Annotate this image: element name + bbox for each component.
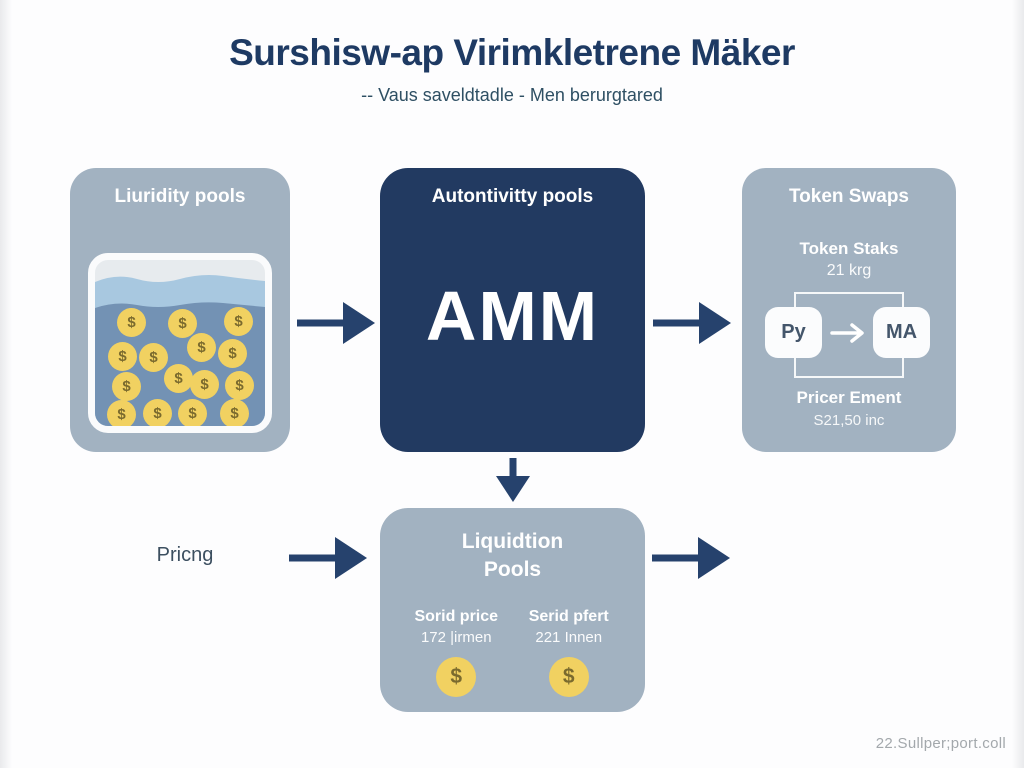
price-label: Pricer Ement xyxy=(796,388,902,407)
arrow-liquidity-to-amm xyxy=(297,302,375,344)
liquidity-pools-title: Liuridity pools xyxy=(114,186,246,207)
liquidation-pools-box: Liquidtion Pools Sorid price 172 |irmen … xyxy=(380,508,645,712)
arrow-amm-down xyxy=(496,458,530,502)
to-token-chip: MA xyxy=(873,307,930,358)
liquidation-title-line2: Pools xyxy=(483,558,542,581)
pricing-label: Pricng xyxy=(156,544,214,566)
dollar-coin: $ xyxy=(139,343,168,372)
amm-box-title: Autontivitty pools xyxy=(431,186,594,207)
dollar-coin: $ xyxy=(112,372,141,401)
token-swaps-box: Token Swaps Token Staks 21 krg Py MA Pri… xyxy=(742,168,956,452)
price-info: Pricer Ement S21,50 inc xyxy=(742,386,956,432)
column-label: Sorid price xyxy=(414,608,499,625)
dollar-coin: $ xyxy=(218,339,247,368)
dollar-coin: $ xyxy=(143,399,172,426)
dollar-coin: $ xyxy=(225,371,254,400)
liquidity-pools-box: Liuridity pools $ $ $ $ $ $ $ $ $ $ $ $ … xyxy=(70,168,290,452)
token-stats-label: Token Staks xyxy=(799,239,899,258)
dollar-coin: $ xyxy=(117,308,146,337)
dollar-coin: $ xyxy=(168,309,197,338)
dollar-coin: $ xyxy=(436,657,477,697)
dollar-coin: $ xyxy=(224,307,253,336)
page-subtitle: -- Vaus saveldtadle - Men berurgtared xyxy=(361,85,663,105)
amm-label: AMM xyxy=(425,277,600,355)
liquidation-column-left: Sorid price 172 |irmen $ xyxy=(400,606,513,697)
price-value: S21,50 inc xyxy=(813,412,885,429)
arrow-liquidation-right xyxy=(652,537,730,579)
token-swaps-title: Token Swaps xyxy=(788,186,909,207)
token-stats: Token Staks 21 krg xyxy=(742,238,956,282)
arrow-amm-to-swaps xyxy=(653,302,731,344)
page-title: Surshisw-ap Virimkletrene Mäker xyxy=(229,32,795,73)
column-value: 172 |irmen xyxy=(420,629,492,646)
dollar-coin: $ xyxy=(190,370,219,399)
amm-box: Autontivitty pools AMM xyxy=(380,168,645,452)
watermark-credit: 22.Sullper;port.coll xyxy=(875,735,1006,752)
liquidity-tank: $ $ $ $ $ $ $ $ $ $ $ $ $ $ $ xyxy=(88,253,272,433)
dollar-coin: $ xyxy=(178,399,207,426)
left-edge-shade xyxy=(0,0,12,768)
dollar-coin: $ xyxy=(107,400,136,426)
arrow-pricing-to-liquidation xyxy=(289,537,367,579)
right-edge-shade xyxy=(1012,0,1024,768)
token-stats-value: 21 krg xyxy=(826,262,872,279)
dollar-coin: $ xyxy=(187,333,216,362)
column-value: 221 Innen xyxy=(535,629,603,646)
column-label: Serid pfert xyxy=(528,608,609,625)
dollar-coin: $ xyxy=(164,364,193,393)
from-token-chip: Py xyxy=(765,307,822,358)
dollar-coin: $ xyxy=(220,399,249,426)
dollar-coin: $ xyxy=(108,342,137,371)
swap-arrow-icon xyxy=(830,323,864,343)
liquidation-title-line1: Liquidtion xyxy=(461,530,564,553)
liquidation-pools-title: Liquidtion Pools xyxy=(380,528,645,584)
dollar-coin: $ xyxy=(548,657,589,697)
liquidation-columns: Sorid price 172 |irmen $ Serid pfert 221… xyxy=(380,606,645,697)
liquidation-column-right: Serid pfert 221 Innen $ xyxy=(513,606,626,697)
